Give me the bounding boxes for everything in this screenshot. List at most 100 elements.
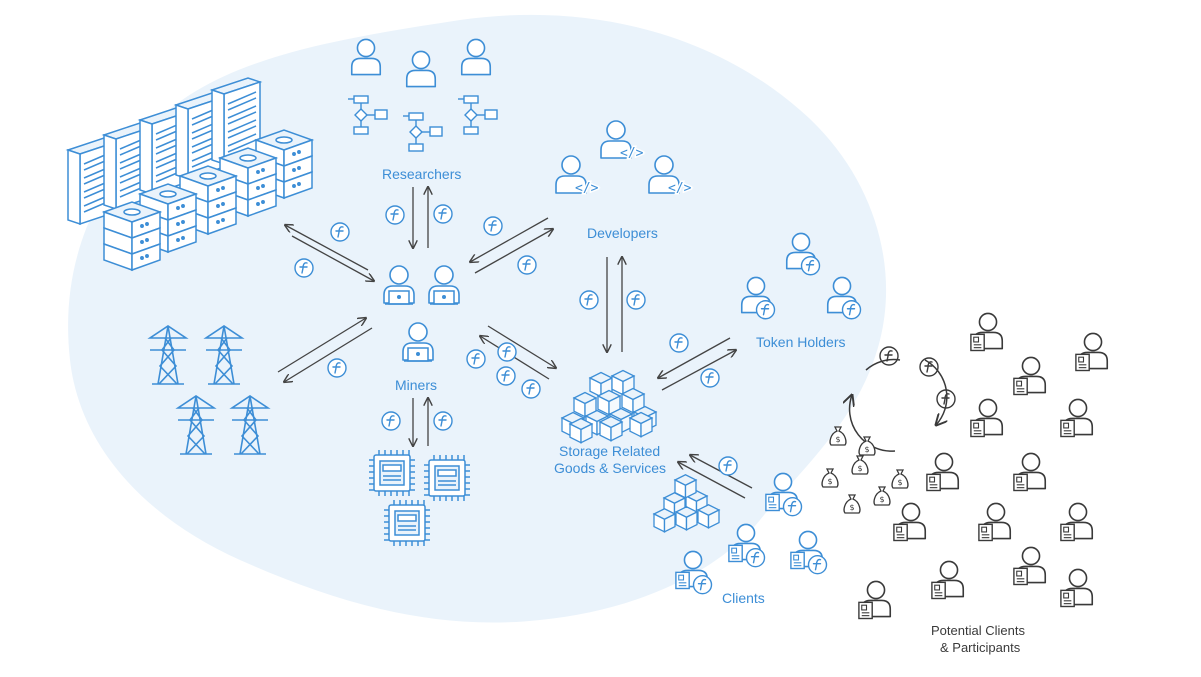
svg-text:$: $	[857, 464, 862, 473]
cube-icon	[674, 506, 699, 531]
document-icon	[893, 523, 908, 542]
filecoin-token-icon	[919, 357, 939, 377]
filecoin-token-icon	[521, 379, 541, 399]
power-tower-icon	[147, 325, 189, 385]
filecoin-token-icon	[782, 497, 803, 517]
power-tower-icon	[147, 325, 271, 455]
document-icon	[926, 473, 941, 492]
power-tower-icon	[229, 395, 271, 455]
label-token-holders: Token Holders	[756, 334, 846, 350]
person-icon	[1075, 332, 1109, 372]
server-rack-icon	[65, 77, 315, 272]
person-icon: </>	[555, 155, 600, 198]
svg-text:$: $	[897, 478, 902, 487]
person-icon	[1013, 356, 1047, 396]
filecoin-token-icon	[745, 548, 766, 568]
filecoin-token-icon	[483, 216, 503, 236]
chip-icon	[384, 500, 430, 546]
document-icon	[970, 333, 985, 352]
person-icon	[790, 530, 828, 575]
person-icon: </>	[600, 120, 645, 163]
document-icon	[675, 571, 690, 590]
code-icon: </>	[620, 146, 644, 161]
person-icon	[350, 38, 382, 76]
flowchart-icon	[348, 95, 388, 135]
filecoin-token-icon	[466, 349, 486, 369]
filecoin-token-icon	[330, 222, 350, 242]
person-icon	[978, 502, 1012, 542]
label-storage-line2: Goods & Services	[554, 460, 667, 476]
filecoin-token-icon	[381, 411, 401, 431]
person-icon: </>	[648, 155, 693, 198]
person-icon	[826, 276, 862, 320]
cube-icon	[598, 415, 624, 442]
filecoin-token-icon	[497, 342, 517, 362]
document-icon	[765, 493, 780, 512]
money-bag-icon: $	[829, 426, 847, 446]
cube-icon	[560, 369, 721, 533]
money-bag-icon: $	[873, 486, 891, 506]
flowchart-icon	[403, 112, 443, 152]
document-icon	[1013, 473, 1028, 492]
person-icon	[765, 472, 803, 517]
person-icon	[858, 580, 892, 620]
person-icon	[970, 312, 1004, 352]
filecoin-token-icon	[433, 204, 453, 224]
filecoin-token-icon	[807, 555, 828, 575]
filecoin-token-icon	[669, 333, 689, 353]
filecoin-token-icon	[700, 368, 720, 388]
person-icon	[785, 232, 821, 276]
code-icon: </>	[668, 181, 692, 196]
filecoin-token-icon	[841, 300, 862, 320]
cube-icon	[568, 417, 594, 444]
chip-icon	[369, 450, 415, 496]
person-icon	[1060, 568, 1094, 608]
label-developers: Developers	[587, 225, 658, 241]
chip-icon	[424, 455, 470, 501]
filecoin-token-icon	[385, 205, 405, 225]
cube-icon	[628, 411, 654, 438]
cube-icon	[572, 391, 598, 418]
person-icon	[405, 50, 437, 88]
document-icon	[931, 581, 946, 600]
filecoin-token-icon	[294, 258, 314, 278]
document-icon	[1013, 567, 1028, 586]
cube-icon	[652, 508, 677, 533]
person-icon	[970, 398, 1004, 438]
server-rack-icon	[209, 77, 263, 166]
document-icon	[1060, 419, 1075, 438]
person-icon	[1013, 546, 1047, 586]
person-icon	[428, 265, 460, 305]
person-icon	[926, 452, 960, 492]
person-icon	[1013, 452, 1047, 492]
money-bag-icon: $	[891, 469, 909, 489]
person-icon	[1060, 398, 1094, 438]
person-icon	[402, 322, 434, 362]
filecoin-token-icon	[692, 575, 713, 595]
label-potential-line1: Potential Clients	[931, 623, 1025, 638]
document-icon	[978, 523, 993, 542]
filecoin-token-icon	[755, 300, 776, 320]
laptop-icon	[404, 347, 432, 362]
cycle-icon	[850, 358, 947, 452]
filecoin-token-icon	[800, 256, 821, 276]
person-icon	[728, 523, 766, 568]
person-icon	[740, 276, 776, 320]
label-storage-line1: Storage Related	[559, 443, 661, 459]
power-tower-icon	[203, 325, 245, 385]
filecoin-token-icon	[626, 290, 646, 310]
person-icon	[893, 502, 927, 542]
person-icon	[1060, 502, 1094, 542]
code-icon: </>	[575, 181, 599, 196]
label-potential-line2: & Participants	[940, 640, 1021, 655]
svg-text:$: $	[864, 445, 869, 454]
svg-text:$: $	[879, 495, 884, 504]
svg-text:$: $	[827, 477, 832, 486]
svg-text:$: $	[835, 435, 840, 444]
cube-icon	[673, 474, 698, 499]
cube-icon	[696, 504, 721, 529]
money-bag-icon: $	[858, 436, 876, 456]
filecoin-token-icon	[327, 358, 347, 378]
person-icon	[931, 560, 965, 600]
